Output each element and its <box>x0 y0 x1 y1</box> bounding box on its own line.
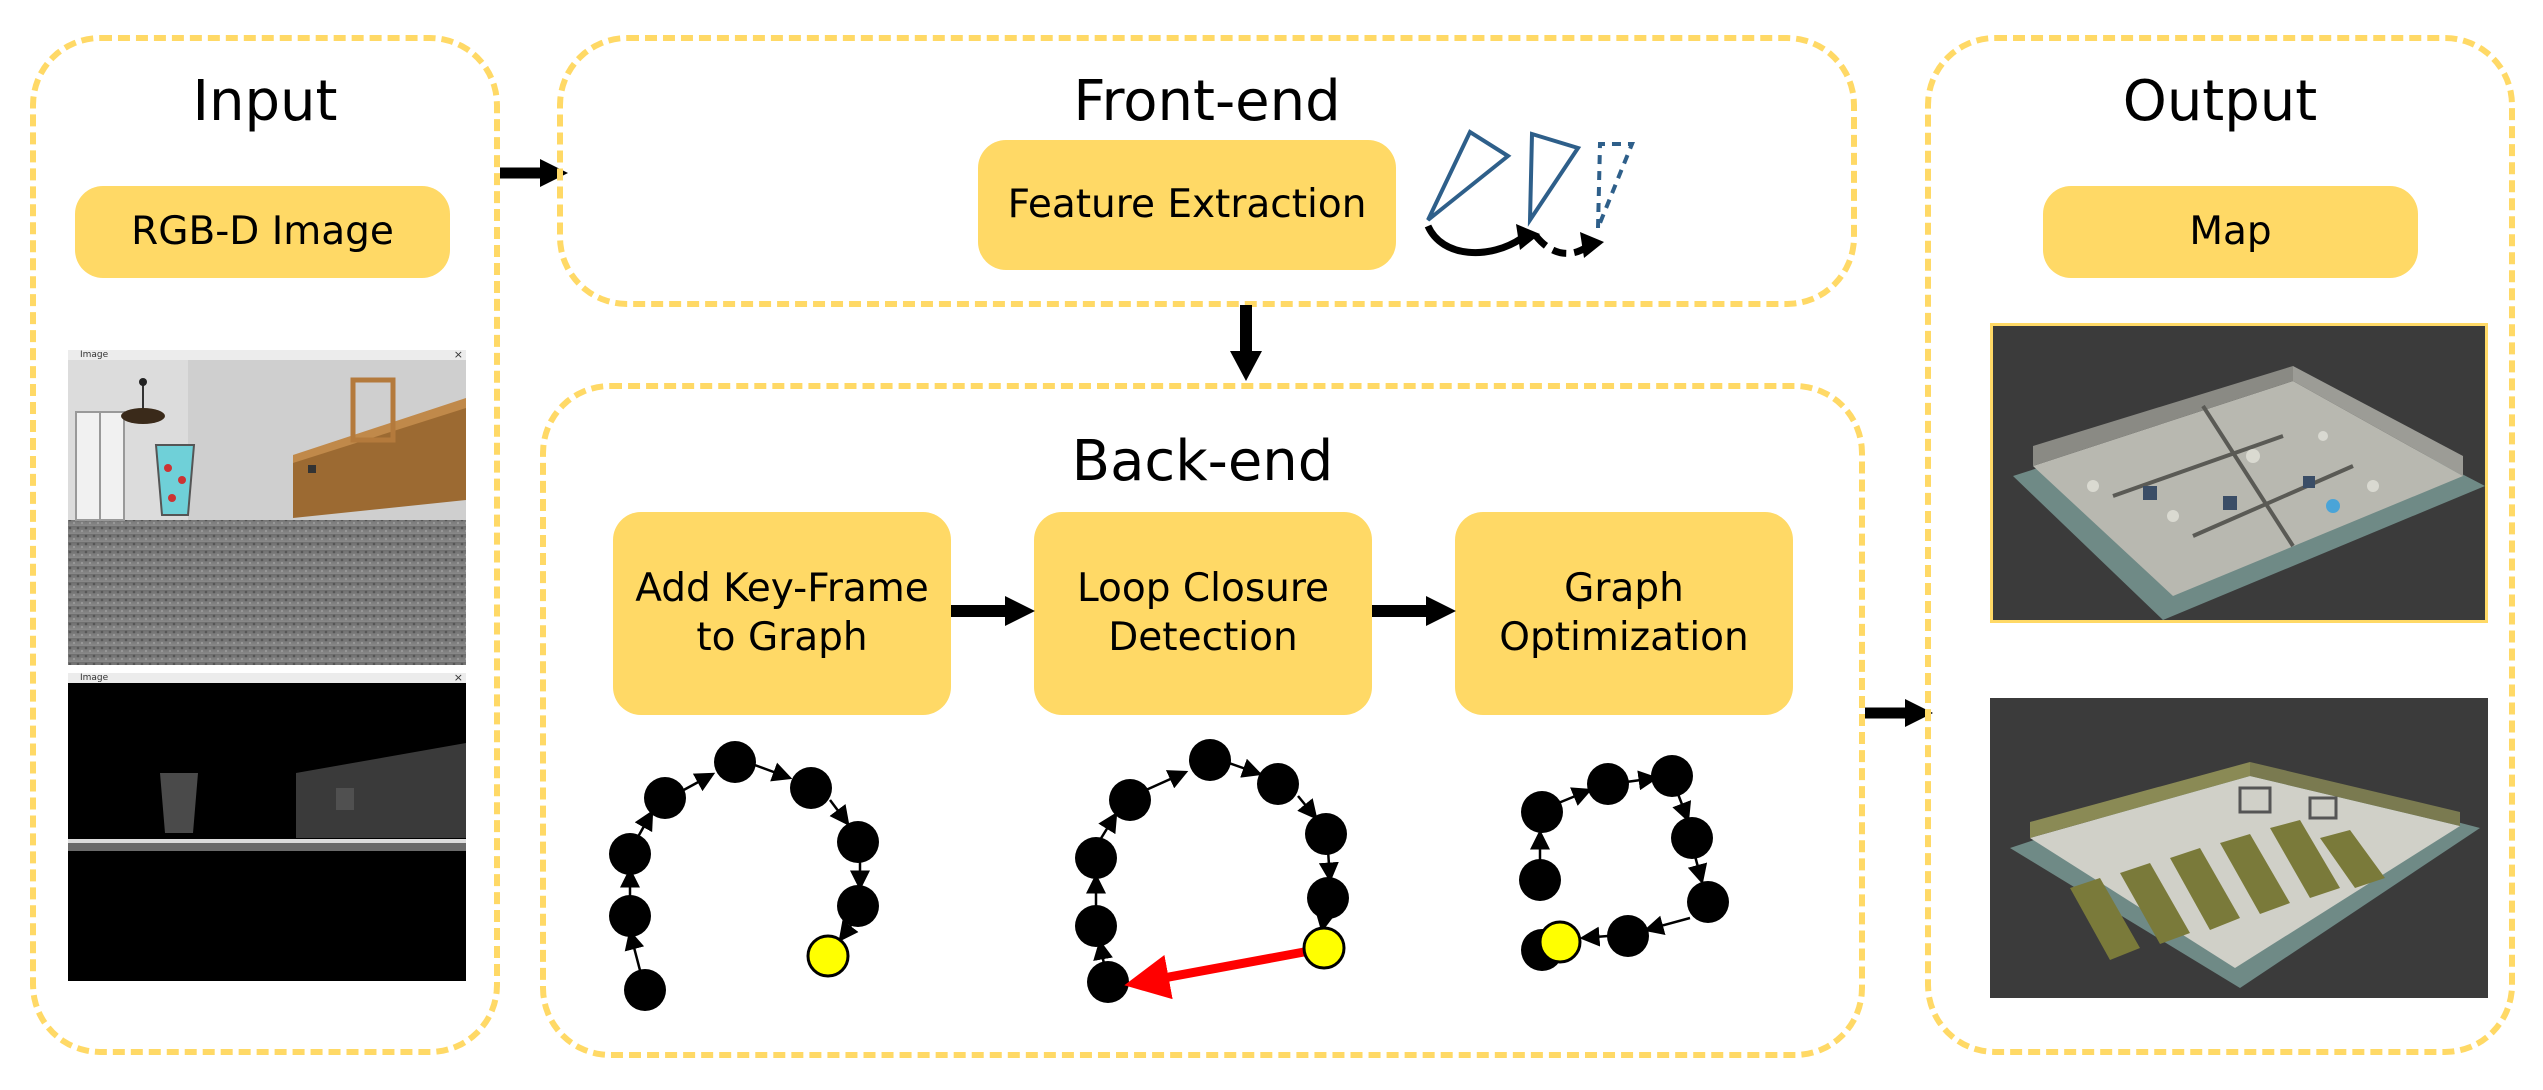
graph-optimization-box: Graph Optimization <box>1455 512 1793 715</box>
pose-graph-loop <box>1075 739 1349 1003</box>
loop-closure-label-line1: Loop Closure <box>1076 565 1330 611</box>
pose-graph-optimized <box>1519 755 1729 971</box>
add-keyframe-label-line1: Add Key-Frame <box>635 565 929 611</box>
backend-panel: Back-end <box>540 383 1865 1058</box>
rgb-window-close-icon[interactable]: × <box>453 350 463 361</box>
output-panel: Output <box>1925 35 2515 1055</box>
map-render-warehouse <box>1990 698 2488 998</box>
graph-optimization-label-line1: Graph <box>1564 565 1684 611</box>
rgb-image-window: Image × <box>68 350 466 665</box>
depth-image-window: Image × <box>68 673 466 981</box>
backend-title: Back-end <box>1071 429 1334 494</box>
rgb-window-title: Image <box>80 350 109 360</box>
map-box: Map <box>2043 186 2418 278</box>
output-title: Output <box>2122 69 2318 134</box>
frontend-panel: Front-end <box>557 35 1857 307</box>
graph-optimization-label-line2: Optimization <box>1499 614 1749 660</box>
add-keyframe-box: Add Key-Frame to Graph <box>613 512 951 715</box>
input-to-frontend-arrow <box>500 159 568 187</box>
frontend-to-backend-arrow <box>1230 305 1262 381</box>
step2-to-step3-arrow <box>1372 596 1456 626</box>
input-title: Input <box>192 69 338 134</box>
input-panel: Input <box>30 35 500 1055</box>
add-keyframe-label-line2: to Graph <box>696 614 868 660</box>
feature-extraction-box: Feature Extraction <box>978 140 1396 270</box>
pose-graph-chain <box>609 741 879 1011</box>
depth-window-title: Image <box>80 673 109 683</box>
step1-to-step2-arrow <box>951 596 1035 626</box>
depth-window-close-icon[interactable]: × <box>453 673 463 684</box>
backend-to-output-arrow <box>1865 699 1933 727</box>
rgbd-image-box: RGB-D Image <box>75 186 450 278</box>
loop-closure-box: Loop Closure Detection <box>1034 512 1372 715</box>
map-render-office <box>1990 323 2488 623</box>
loop-closure-label-line2: Detection <box>1108 614 1298 660</box>
frontend-title: Front-end <box>1073 69 1341 134</box>
camera-frustums-icon <box>1424 129 1635 258</box>
